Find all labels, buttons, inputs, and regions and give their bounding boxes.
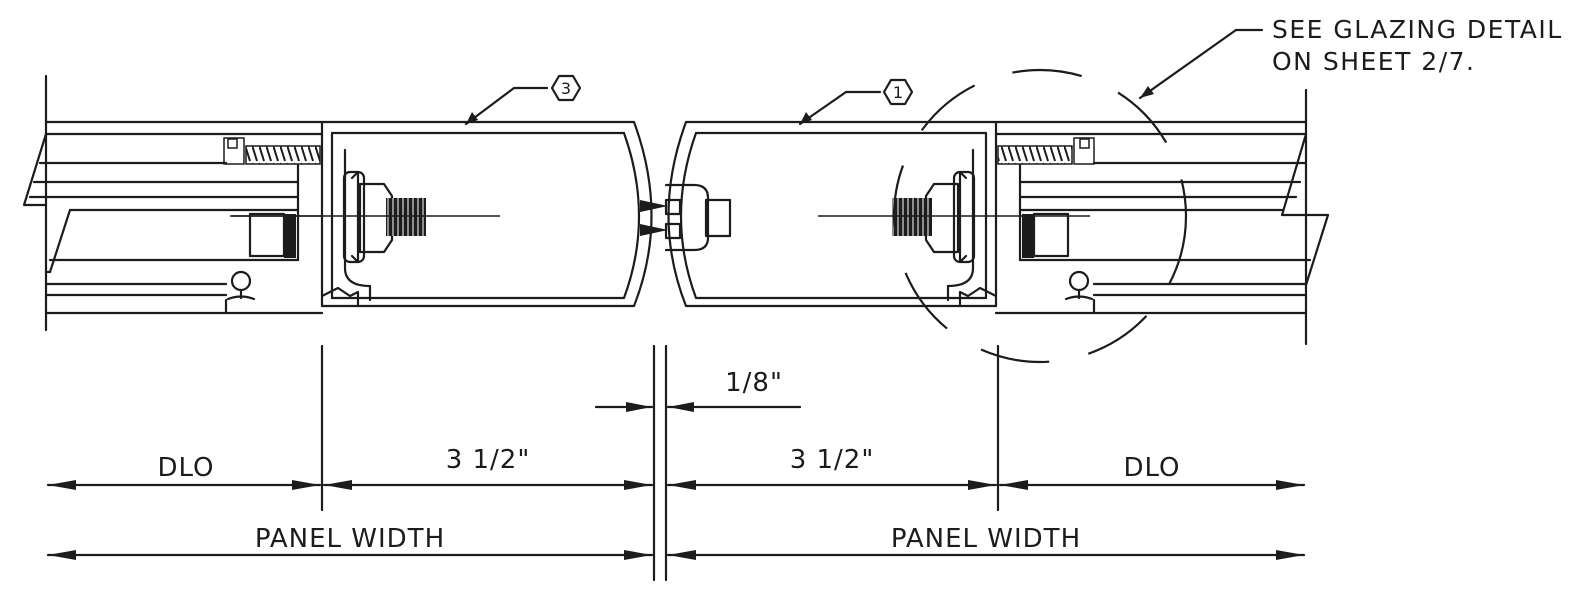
right-glazing-seals: [997, 137, 1096, 315]
mullion-right-dimension: 3 1/2": [666, 445, 998, 490]
right-mullion: [667, 120, 1090, 308]
panel-left-dimension: PANEL WIDTH: [46, 524, 654, 560]
mullion-left-dimension: 3 1/2": [322, 445, 654, 490]
joint-connector: [640, 183, 732, 252]
tag-1-callout: 1: [798, 78, 914, 126]
dlo-left-label: DLO: [157, 453, 214, 483]
dimension-extensions: [320, 344, 1000, 582]
tag-1-label: 1: [893, 83, 903, 102]
dlo-right-label: DLO: [1123, 453, 1180, 483]
glazing-note-line1: SEE GLAZING DETAIL: [1272, 15, 1563, 44]
gap-dimension: 1/8": [594, 368, 802, 412]
dlo-left-dimension: DLO: [46, 453, 322, 490]
left-mullion: [230, 120, 653, 308]
mullion-left-label: 3 1/2": [446, 445, 531, 475]
mullion-right-label: 3 1/2": [790, 445, 875, 475]
glazing-note-callout: SEE GLAZING DETAIL ON SHEET 2/7.: [1138, 15, 1563, 100]
glazing-note-line2: ON SHEET 2/7.: [1272, 47, 1475, 76]
gap-dimension-label: 1/8": [725, 368, 783, 398]
right-glass-panel: [994, 88, 1330, 346]
detail-callout-circle: [892, 68, 1188, 364]
panel-right-dimension: PANEL WIDTH: [666, 524, 1306, 560]
tag-3-callout: 3: [464, 74, 582, 126]
tag-3-label: 3: [561, 79, 571, 98]
panel-left-label: PANEL WIDTH: [255, 524, 445, 554]
dlo-right-dimension: DLO: [998, 453, 1306, 490]
panel-right-label: PANEL WIDTH: [891, 524, 1081, 554]
left-glass-panel: [22, 74, 324, 332]
left-glazing-seals: [223, 137, 322, 315]
